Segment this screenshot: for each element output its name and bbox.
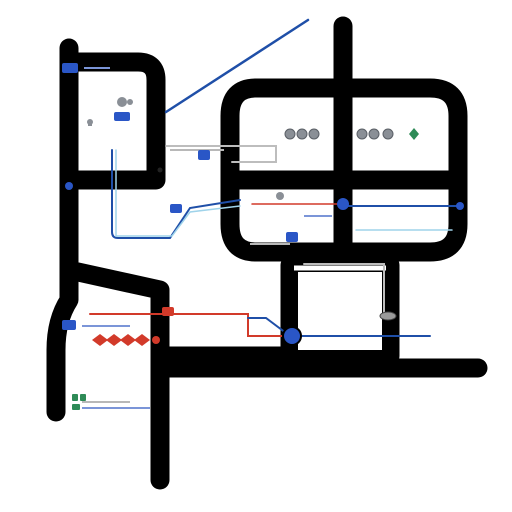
red-flag-badge[interactable] xyxy=(162,307,174,316)
connector-blue-long xyxy=(247,317,431,337)
warning-node-row xyxy=(92,307,174,346)
small-black-node xyxy=(157,167,163,173)
circle-node-icon[interactable] xyxy=(337,198,349,210)
circle-node-icon[interactable] xyxy=(65,182,73,190)
gear-icon[interactable] xyxy=(127,99,133,105)
gear-icon[interactable] xyxy=(284,128,296,140)
connectors xyxy=(89,18,461,337)
outline-walls xyxy=(46,16,488,490)
green-node-row xyxy=(72,394,86,410)
warning-icon[interactable] xyxy=(120,334,136,346)
gear-icon[interactable] xyxy=(117,97,127,107)
connector-diagonal xyxy=(164,18,310,114)
gear-row-right-box xyxy=(284,128,419,140)
flag-icon[interactable] xyxy=(72,394,78,401)
gear-icon[interactable] xyxy=(276,192,284,200)
circle-node-icon[interactable] xyxy=(66,323,72,329)
connector-top-left-drop-light xyxy=(115,149,241,237)
tag-badge-center[interactable] xyxy=(286,232,298,242)
tag-badge-mid[interactable] xyxy=(198,150,210,160)
mid-box-interior xyxy=(298,272,382,350)
connector-top-left-drop xyxy=(111,149,241,239)
tag-badge-top-left[interactable] xyxy=(62,63,78,73)
gear-icon[interactable] xyxy=(296,128,308,140)
warning-icon[interactable] xyxy=(106,334,122,346)
warning-icon[interactable] xyxy=(134,334,150,346)
gear-icon[interactable] xyxy=(368,128,380,140)
tag-badge-gear-room[interactable] xyxy=(114,112,130,121)
circle-node-icon[interactable] xyxy=(282,326,302,346)
label-lines xyxy=(82,67,332,409)
left-column-outline xyxy=(59,170,170,490)
metal-bolt-node[interactable] xyxy=(379,311,397,321)
circle-node-icon[interactable] xyxy=(456,202,464,210)
warning-icon[interactable] xyxy=(92,334,108,346)
room-right-outline xyxy=(220,78,468,262)
tag-badge-junction[interactable] xyxy=(170,204,182,213)
tag-badges xyxy=(62,63,298,330)
junction-nodes xyxy=(65,182,464,346)
gear-icon[interactable] xyxy=(308,128,320,140)
gear-icon[interactable] xyxy=(356,128,368,140)
connector-gray-gear-link xyxy=(165,145,277,163)
warning-icon[interactable] xyxy=(152,336,160,344)
gray-box-node[interactable] xyxy=(88,120,92,126)
diamond-icon[interactable] xyxy=(409,128,419,140)
left-lower-outline xyxy=(46,260,79,422)
flag-icon[interactable] xyxy=(80,394,86,401)
gear-icon[interactable] xyxy=(382,128,394,140)
connector-mid-box-top xyxy=(303,263,385,313)
flag-icon[interactable] xyxy=(72,404,80,410)
